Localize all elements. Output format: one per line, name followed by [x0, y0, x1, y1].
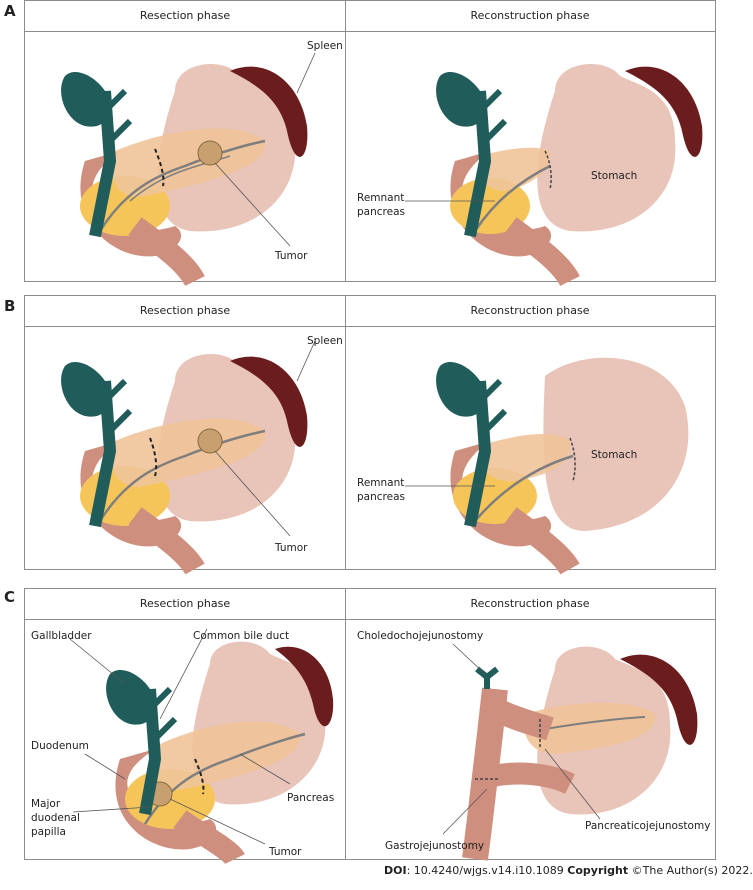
panel-c-resection-illustration	[69, 628, 334, 866]
panel-a-tumor-label: Tumor	[275, 250, 308, 262]
panel-a-remnant-label: Remnant pancreas	[357, 192, 405, 218]
citation-footer: DOI: 10.4240/wjgs.v14.i10.1089 Copyright…	[384, 864, 753, 877]
panel-c-duodenum-label: Duodenum	[31, 740, 89, 752]
panel-c-reconstruction-illustration	[442, 643, 698, 861]
panel-c-illustration	[69, 628, 698, 866]
panel-a-resection-illustration	[61, 52, 316, 287]
panel-c-gallbladder-label: Gallbladder	[31, 630, 92, 642]
panel-a-resection-title: Resection phase	[139, 9, 231, 22]
panel-b: Resection phase Reconstruction phase	[24, 295, 716, 575]
panel-a-illustration	[61, 52, 703, 287]
panel-c-choledochojejunostomy-label: Choledochojejunostomy	[357, 630, 484, 642]
panel-c-gastrojejunostomy-label: Gastrojejunostomy	[385, 840, 485, 852]
copyright-label: Copyright	[567, 864, 629, 877]
panel-letter-b: B	[4, 297, 16, 315]
panel-c-common-bile-duct-label: Common bile duct	[193, 630, 290, 642]
panel-a: Resection phase Reconstruction phase	[24, 0, 716, 287]
panel-c-tumor-label: Tumor	[269, 846, 302, 858]
doi-value: : 10.4240/wjgs.v14.i10.1089	[406, 864, 568, 877]
panel-b-resection-title: Resection phase	[139, 304, 231, 317]
panel-c-resection-title: Resection phase	[139, 597, 231, 610]
panel-b-remnant-label: Remnant pancreas	[357, 477, 405, 503]
copyright-value: ©The Author(s) 2022.	[628, 864, 753, 877]
panel-b-reconstruction-illustration	[405, 357, 689, 575]
panel-b-tumor-label: Tumor	[275, 542, 308, 554]
panel-a-stomach-label: Stomach	[591, 170, 638, 182]
panel-letter-c: C	[4, 588, 16, 606]
panel-c-pancreas-label: Pancreas	[287, 792, 335, 804]
panel-c-pancreaticojejunostomy-label: Pancreaticojejunostomy	[585, 820, 711, 832]
panel-b-reconstruction-title: Reconstruction phase	[470, 304, 590, 317]
panel-c-papilla-label: Major duodenal papilla	[31, 798, 80, 838]
panel-b-spleen-label: Spleen	[307, 335, 343, 347]
panel-letter-a: A	[4, 2, 16, 20]
panel-c-reconstruction-title: Reconstruction phase	[470, 597, 590, 610]
panel-a-reconstruction-illustration	[405, 64, 703, 287]
panel-a-spleen-label: Spleen	[307, 40, 343, 52]
doi-label: DOI	[384, 864, 407, 877]
panel-c: Resection phase Reconstruction phase	[24, 588, 716, 866]
panel-b-resection-illustration	[61, 340, 316, 575]
panel-b-stomach-label: Stomach	[591, 449, 638, 461]
panel-b-illustration	[61, 340, 689, 575]
panel-a-reconstruction-title: Reconstruction phase	[470, 9, 590, 22]
